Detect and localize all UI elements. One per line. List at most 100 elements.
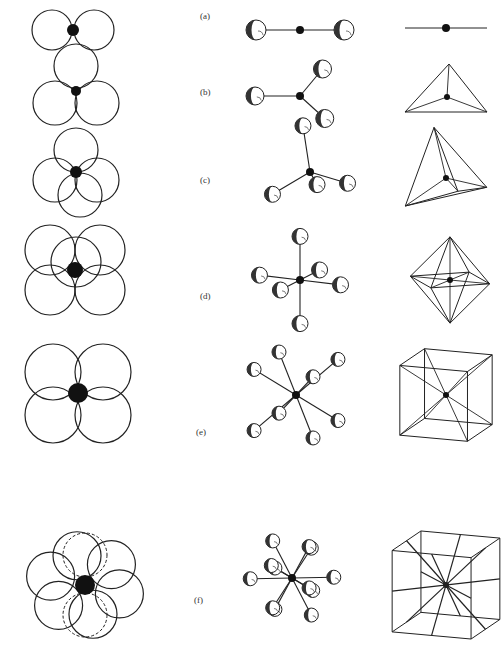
ligand-ball (247, 424, 261, 438)
ligand-ball (264, 559, 278, 573)
polyhedron-edge (450, 284, 490, 323)
central-atom (67, 262, 83, 278)
central-atom (444, 94, 450, 100)
ligand-ball (292, 228, 308, 244)
atom-circle (69, 590, 117, 638)
ligand-ball (272, 345, 286, 359)
row-c (33, 118, 487, 217)
ligand-ball (264, 186, 280, 202)
center-line (450, 280, 490, 284)
atom-circle (75, 158, 119, 202)
polyhedron-edge (399, 365, 400, 435)
ligand-ball (266, 534, 280, 548)
ligand-ball (304, 608, 318, 622)
center-line (447, 97, 487, 112)
center-line (447, 64, 449, 97)
central-atom (296, 26, 304, 34)
atom-circle (27, 552, 75, 600)
atom-circle (35, 581, 83, 629)
central-atom (67, 24, 79, 36)
ligand-ball (251, 267, 267, 283)
center-line (446, 372, 467, 395)
polyhedron-edge (467, 372, 468, 442)
ligand-ball (246, 87, 264, 105)
atom-circle-hidden (63, 533, 107, 577)
central-atom (443, 392, 449, 398)
panel-label: (c) (200, 176, 210, 185)
center-line (446, 395, 492, 425)
center-line (405, 178, 446, 206)
bond-line (296, 359, 338, 395)
center-line (405, 97, 447, 112)
ligand-ball (302, 581, 316, 595)
central-atom (75, 575, 95, 595)
ligand-ball (334, 20, 354, 40)
polyhedron-edge (434, 127, 487, 187)
central-atom (296, 92, 304, 100)
panel-label: (b) (200, 88, 211, 97)
polyhedron-edge (431, 288, 450, 323)
ligand-ball (309, 177, 325, 193)
ligand-ball (247, 362, 261, 376)
ligand-ball (312, 262, 328, 278)
ligand-ball (331, 352, 345, 366)
atom-circle (54, 128, 98, 172)
polyhedron-edge (450, 237, 469, 272)
central-atom (292, 391, 300, 399)
ligand-ball (246, 20, 266, 40)
center-line (446, 178, 487, 187)
panel-label: (e) (196, 428, 206, 437)
ligand-ball (295, 118, 311, 134)
row-f (27, 531, 500, 639)
central-atom (443, 175, 449, 181)
drawing (25, 10, 500, 639)
atom-circle (32, 10, 72, 50)
ligand-ball (272, 282, 288, 298)
center-line (410, 276, 450, 280)
polyhedron-edge (405, 112, 487, 113)
central-atom (306, 168, 314, 176)
central-atom (447, 277, 453, 283)
polyhedron-edge (467, 425, 492, 442)
polyhedron-edge (410, 276, 450, 323)
row-e (25, 344, 492, 445)
atom-circle (33, 158, 77, 202)
panel-label: (a) (200, 12, 210, 21)
row-d (25, 225, 490, 332)
polyhedron-edge (405, 187, 486, 206)
ligand-ball (266, 601, 280, 615)
bond-line (254, 395, 296, 431)
panel-label: (f) (194, 596, 203, 605)
polyhedron-edge (400, 435, 468, 441)
polyhedron-edge (400, 418, 425, 435)
atom-circle (33, 81, 77, 125)
central-atom (68, 383, 88, 403)
ligand-ball (314, 60, 332, 78)
ligand-ball (333, 277, 349, 293)
polyhedron-edge (405, 191, 458, 206)
central-atom (288, 574, 296, 582)
center-line (425, 349, 446, 395)
center-line (450, 280, 451, 323)
atom-circle (58, 173, 102, 217)
row-b (33, 44, 487, 128)
center-line (450, 272, 469, 280)
panel-label: (d) (200, 292, 211, 301)
polyhedron-edge (400, 349, 425, 366)
polyhedron-edge (425, 349, 493, 355)
polyhedron-edge (424, 349, 425, 419)
ligand-ball (306, 370, 320, 384)
row-a (32, 10, 487, 50)
ligand-ball (292, 316, 308, 332)
center-line (432, 535, 461, 636)
atom-circle (87, 541, 135, 589)
ligand-ball (272, 406, 286, 420)
polyhedron-edge (434, 127, 458, 191)
central-atom (70, 166, 82, 178)
center-line (425, 395, 446, 418)
ligand-ball (302, 540, 316, 554)
atom-circle (53, 532, 101, 580)
ligand-ball (306, 431, 320, 445)
